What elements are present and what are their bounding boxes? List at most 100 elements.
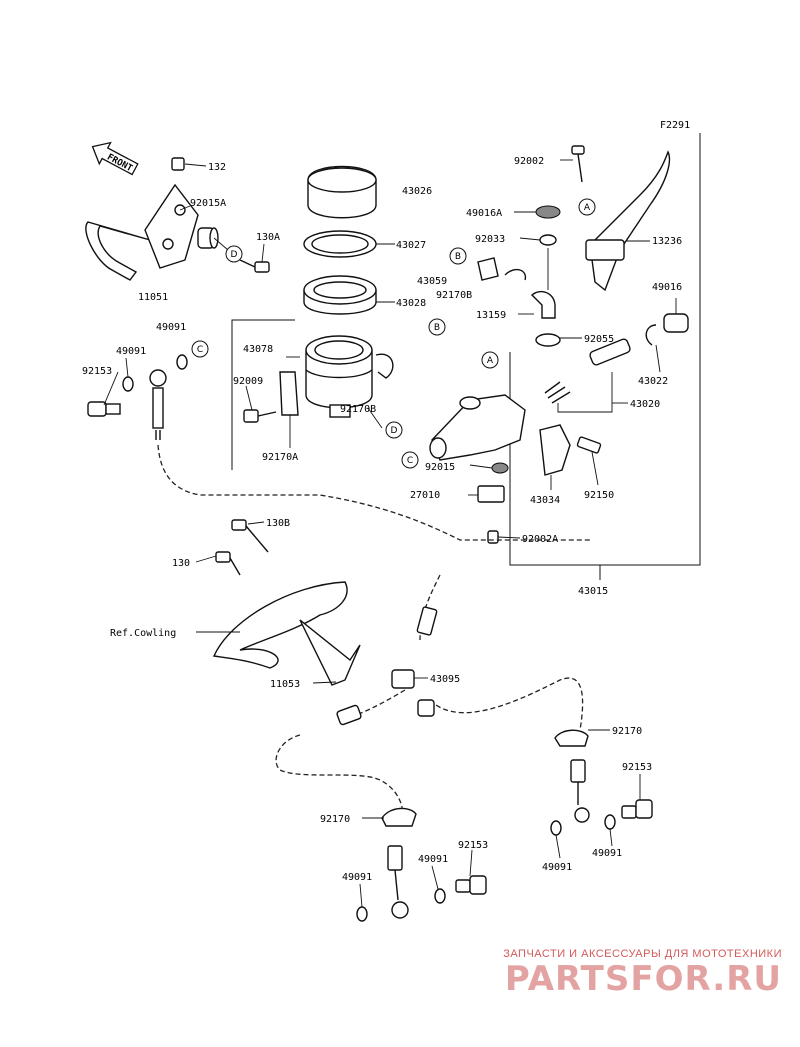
boot-49016	[663, 313, 689, 333]
bolt-92150	[576, 436, 602, 454]
piston-assembly-43020	[544, 338, 631, 404]
label-92015A: 92015A	[190, 198, 226, 209]
label-13236: 13236	[652, 236, 682, 247]
diaphragm-plate-43027	[303, 230, 377, 258]
svg-text:C: C	[407, 456, 413, 466]
watermark-subtitle: ЗАПЧАСТИ И АКСЕССУАРЫ ДЛЯ МОТОТЕХНИКИ	[503, 948, 782, 960]
svg-text:B: B	[455, 252, 461, 262]
label-49091-right2: 49091	[592, 848, 622, 859]
bolt-92153-right	[621, 799, 653, 819]
callout-b-right: B	[428, 318, 446, 336]
label-92033: 92033	[475, 234, 505, 245]
diaphragm-43028	[303, 275, 377, 315]
callout-c-body: C	[401, 451, 419, 469]
washer-49091-left	[122, 376, 134, 392]
label-43022: 43022	[638, 376, 668, 387]
label-11051: 11051	[138, 292, 168, 303]
label-13159: 13159	[476, 310, 506, 321]
washer-49091-right1	[550, 820, 562, 836]
label-43015: 43015	[578, 586, 608, 597]
oring-92033	[539, 234, 557, 246]
svg-text:C: C	[197, 345, 203, 355]
svg-text:D: D	[391, 426, 398, 436]
label-132: 132	[208, 162, 226, 173]
cap-49016A	[535, 205, 561, 219]
washer-92015	[491, 462, 509, 474]
label-92170B: 92170B	[436, 290, 472, 301]
reservoir-cap-43026	[307, 165, 377, 219]
bolt-130	[215, 551, 241, 576]
reservoir-body	[305, 335, 373, 418]
watermark-logo: PARTSFOR.RU	[504, 959, 782, 999]
lever-13236	[585, 150, 671, 292]
label-11053: 11053	[270, 679, 300, 690]
callout-a-top: A	[578, 198, 596, 216]
label-43059: 43059	[417, 276, 447, 287]
label-49091-bottom: 49091	[418, 854, 448, 865]
assembly-frame	[509, 133, 701, 566]
label-43028: 43028	[396, 298, 426, 309]
callout-a-body: A	[481, 351, 499, 369]
label-49091-right1: 49091	[542, 862, 572, 873]
clamp-92170B-mid	[375, 353, 394, 379]
label-92170B-mid: 92170B	[340, 404, 376, 415]
figure-code: F2291	[660, 120, 690, 131]
screw-92002A	[487, 530, 499, 544]
bolt-92153-bottom	[455, 875, 487, 895]
reservoir-frame	[231, 319, 295, 470]
label-43027: 43027	[396, 240, 426, 251]
label-92170-bottom: 92170	[320, 814, 350, 825]
bolt-130B	[231, 519, 269, 553]
label-130B: 130B	[266, 518, 290, 529]
label-43034: 43034	[530, 495, 560, 506]
callout-b-top: B	[449, 247, 467, 265]
banjo-left	[149, 369, 167, 440]
bracket-43078	[279, 371, 299, 416]
label-49091-top: 49091	[156, 322, 186, 333]
cowling-ref	[212, 581, 348, 669]
washer-92015A	[197, 227, 219, 249]
washer-49091-bottom	[434, 888, 446, 904]
label-43026: 43026	[402, 186, 432, 197]
switch-27010	[477, 485, 505, 503]
hose-fitting-43059	[477, 257, 527, 281]
bracket-11051	[85, 157, 199, 281]
master-cylinder-body	[429, 394, 526, 461]
label-49091-bottomleft: 49091	[342, 872, 372, 883]
banjo-bottom-92170	[381, 807, 417, 919]
label-49016A: 49016A	[466, 208, 502, 219]
washer-49091-upper	[176, 354, 188, 370]
svg-text:D: D	[231, 250, 238, 260]
label-92009: 92009	[233, 376, 263, 387]
label-43095: 43095	[430, 674, 460, 685]
clamp-43034	[539, 424, 571, 476]
elbow-13159	[530, 248, 556, 319]
bracket-11053	[299, 619, 361, 686]
bolt-130A	[239, 259, 270, 273]
svg-text:A: A	[487, 356, 494, 366]
label-92153-left: 92153	[82, 366, 112, 377]
label-49091-left: 49091	[116, 346, 146, 357]
pivot-bolt-92002	[571, 145, 585, 183]
callout-d-reservoir: D	[385, 421, 403, 439]
watermark: ЗАПЧАСТИ И АКСЕССУАРЫ ДЛЯ МОТОТЕХНИКИ PA…	[462, 948, 782, 998]
banjo-right-92170	[554, 729, 590, 823]
svg-text:B: B	[434, 323, 440, 333]
label-92055: 92055	[584, 334, 614, 345]
label-92002: 92002	[514, 156, 544, 167]
bolt-92009	[243, 409, 277, 423]
hose-lines	[157, 444, 590, 821]
label-92170A: 92170A	[262, 452, 298, 463]
label-92153-bottom: 92153	[458, 840, 488, 851]
hose-joint-43095	[336, 606, 438, 726]
callout-d-left: D	[225, 245, 243, 263]
callout-c-left: C	[191, 340, 209, 358]
oring-92055	[535, 333, 561, 347]
label-92015: 92015	[425, 462, 455, 473]
label-27010: 27010	[410, 490, 440, 501]
label-43020: 43020	[630, 399, 660, 410]
front-arrow-icon: FRONT	[91, 141, 139, 176]
label-92002A: 92002A	[522, 534, 558, 545]
label-49016: 49016	[652, 282, 682, 293]
